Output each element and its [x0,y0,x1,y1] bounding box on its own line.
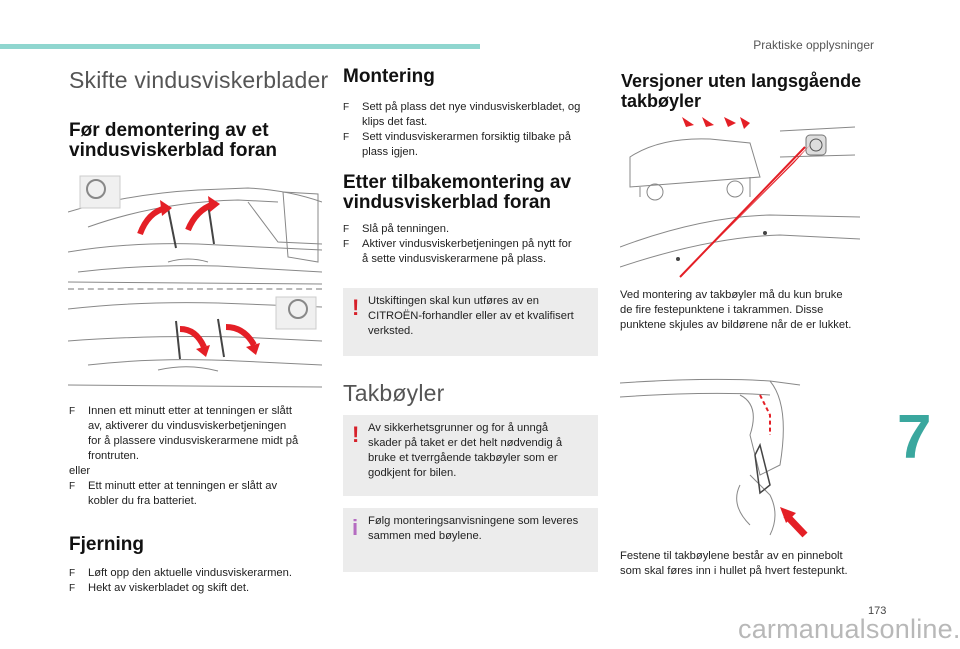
heading-before-removal: Før demontering av et vindusviskerblad f… [69,121,277,161]
mounting-instructions: Sett på plass det nye vindusviskerbladet… [343,100,601,160]
header-accent-bar [0,44,480,49]
text-line: av, aktiverer du vindusviskerbetjeningen [88,420,287,432]
attachment-points-text: Ved montering av takbøyler må du kun bru… [620,288,870,333]
roof-bar-bolt-drawing [620,378,808,538]
text-line: Følg monteringsanvisningene som leveres [368,515,579,527]
text-line: å sette vindusviskerarmene på plass. [362,253,547,265]
heading-versions: Versjoner uten langsgående takbøyler [621,71,861,111]
illustration-divider [68,288,322,290]
notice-text: Følg monteringsanvisningene som leveres … [368,514,592,544]
before-removal-instructions: Innen ett minutt etter at tenningen er s… [69,404,321,509]
text-line: Av sikkerhetsgrunner og for å unngå [368,422,549,434]
text-line: Innen ett minutt etter at tenningen er s… [88,405,292,417]
heading-mounting: Montering [343,66,435,87]
heading-line: vindusviskerblad foran [343,192,552,213]
info-icon: i [352,515,359,540]
watermark: carmanualsonline.info [738,614,960,644]
text-line: verksted. [368,325,414,337]
text-line: frontruten. [88,450,139,462]
text-line: Aktiver vindusviskerbetjeningen på nytt … [362,238,572,250]
page-title: Skifte vindusviskerblader [69,67,329,93]
warning-icon: ! [352,422,360,447]
text-line: plass igjen. [362,146,418,158]
bullet-item: Ett minutt etter at tenningen er slått a… [69,479,321,509]
roof-attachment-illustration [620,117,860,280]
fixing-text: Festene til takbøylene består av en pinn… [620,549,870,579]
text-line: Ett minutt etter at tenningen er slått a… [88,480,278,492]
text-line: klips det fast. [362,116,428,128]
notice-text: Utskiftingen skal kun utføres av en CITR… [368,294,592,339]
heading-line: takbøyler [621,91,702,111]
text-line: Festene til takbøylene består av en pinn… [620,550,843,562]
text-line: for å plassere vindusviskerarmene midt p… [88,435,299,447]
bullet-item: Sett vindusviskerarmen forsiktig tilbake… [343,130,601,160]
car-roof-points-drawing [620,117,860,278]
text-line: punktene skjules av bildørene når de er … [620,319,852,331]
roof-bar-fixing-illustration [620,375,860,538]
car-front-wiper-drawing-2 [68,296,322,388]
heading-roof-bars: Takbøyler [343,380,445,406]
chapter-number: 7 [897,403,932,472]
heading-after-mounting: Etter tilbakemontering av vindusviskerbl… [343,173,571,213]
car-front-wiper-drawing [68,175,322,285]
removal-instructions: Løft opp den aktuelle vindusviskerarmen.… [69,566,321,596]
bullet-item: Sett på plass det nye vindusviskerbladet… [343,100,601,130]
text-line: Sett på plass det nye vindusviskerbladet… [362,101,581,113]
heading-line: Etter tilbakemontering av [343,172,572,193]
text-line: CITROËN-forhandler eller av et kvalifise… [368,310,574,322]
text-line: sammen med bøylene. [368,530,482,542]
text-line: Ved montering av takbøyler må du kun bru… [620,289,843,301]
bullet-item: Aktiver vindusviskerbetjeningen på nytt … [343,237,601,267]
warning-notice-dealer: ! Utskiftingen skal kun utføres av en CI… [343,288,598,356]
warning-icon: ! [352,295,360,320]
wiper-illustration-top [68,172,322,290]
after-mounting-instructions: Slå på tenningen. Aktiver vindusviskerbe… [343,222,601,267]
bullet-item: Løft opp den aktuelle vindusviskerarmen. [69,566,321,581]
text-line: Utskiftingen skal kun utføres av en [368,295,539,307]
bullet-item: Hekt av viskerbladet og skift det. [69,581,321,596]
text-line: Sett vindusviskerarmen forsiktig tilbake… [362,131,571,143]
section-header-title: Praktiske opplysninger [753,38,874,52]
notice-text: Av sikkerhetsgrunner og for å unngå skad… [368,421,592,481]
text-line: bruke et tverrgående takbøyler som er [368,452,558,464]
warning-notice-safety: ! Av sikkerhetsgrunner og for å unngå sk… [343,415,598,496]
heading-line: Versjoner uten langsgående [621,71,862,91]
bullet-item: Slå på tenningen. [343,222,601,237]
info-notice-instructions: i Følg monteringsanvisningene som levere… [343,508,598,572]
heading-line: Før demontering av et [69,120,269,141]
or-text: eller [69,465,91,477]
bullet-item: Innen ett minutt etter at tenningen er s… [69,404,321,464]
text-line: de fire festepunktene i takrammen. Disse [620,304,824,316]
text-line: som skal føres inn i hullet på hvert fes… [620,565,848,577]
heading-line: vindusviskerblad foran [69,140,278,161]
wiper-illustration-bottom [68,295,322,392]
page-number: 173 [868,605,887,617]
text-line: godkjent for bilen. [368,467,457,479]
text-line: skader på taket er det helt nødvendig å [368,437,563,449]
text-line: kobler du fra batteriet. [88,495,197,507]
heading-removal: Fjerning [69,534,144,555]
